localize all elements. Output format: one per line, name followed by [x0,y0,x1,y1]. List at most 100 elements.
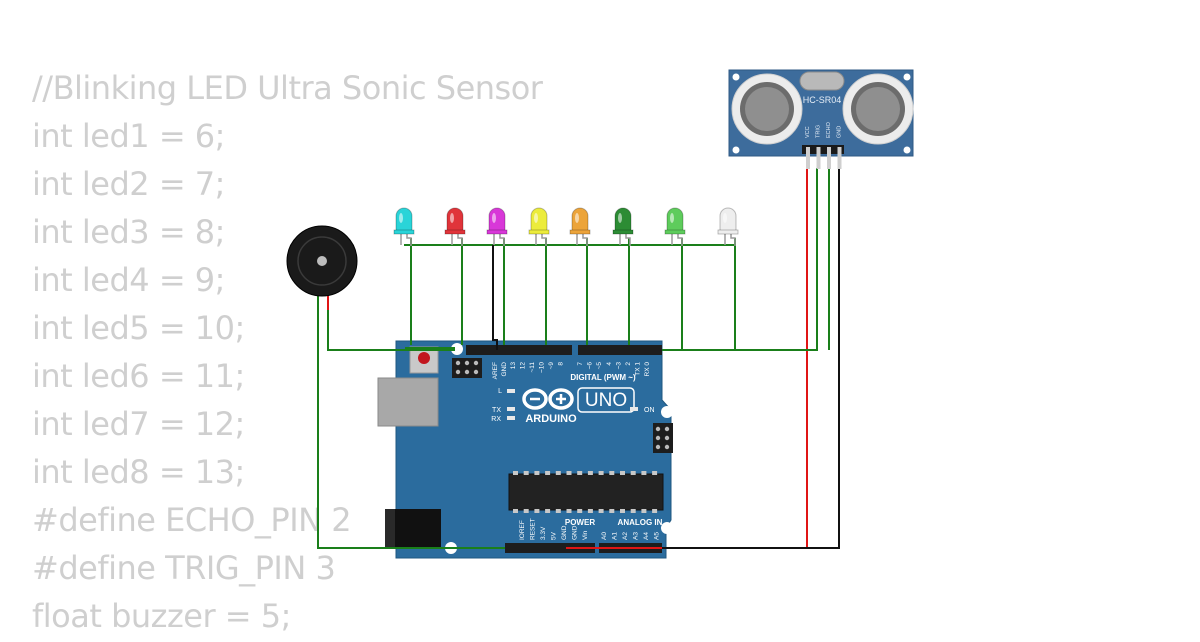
sensor-pin[interactable] [816,147,821,169]
chip-pin [523,509,529,513]
led-leg [406,232,412,246]
led-8[interactable] [717,207,739,246]
sensor-pin[interactable] [827,147,831,169]
chip-pin [609,471,615,475]
gnd-pin-label: GND [501,362,508,377]
mounting-hole [661,406,673,418]
chip-pin [534,471,540,475]
led-highlight [492,213,496,223]
code-line: int led5 = 10; [32,309,245,347]
buzzer-ring [297,236,347,286]
led-rim [393,229,415,235]
led-leg [582,232,588,246]
power-label: POWER [565,518,595,527]
led-6[interactable] [612,207,634,246]
chip-pin [620,509,625,513]
icsp-header-top [452,358,482,378]
sensor-mount-hole [732,146,740,154]
chip-pin [620,471,625,475]
power-pin-label: 5V [551,531,558,540]
led-rim [717,229,739,235]
icsp-header-right [653,423,673,453]
chip-pin [652,509,658,513]
analog-pin-label: A0 [601,532,608,540]
chip-pin [513,509,518,513]
analog-pin-label: A2 [622,532,629,540]
sensor-trig-wire[interactable] [662,168,818,351]
sensor-pin-label: VCC [805,126,811,138]
code-line: int led7 = 12; [32,405,245,443]
code-line: int led1 = 6; [32,117,225,155]
sensor-pin[interactable] [837,147,842,169]
arduino-uno-board[interactable]: UNO ARDUINO DIGITAL (PWM ~) POWER ANALOG… [377,340,673,559]
chip-pin [566,471,572,475]
chip-pin [545,471,551,475]
code-line: int led8 = 13; [32,453,245,491]
led-7[interactable] [664,207,686,246]
led-5[interactable] [569,207,591,246]
sensor-receiver [842,73,914,145]
chip-pin [534,509,540,513]
led-wire-7[interactable] [662,238,683,351]
led-1[interactable] [393,207,415,246]
reset-button-cap[interactable] [418,352,430,364]
chip-pin [566,509,572,513]
chip-pin [523,471,529,475]
led-highlight [450,213,454,223]
led-lens [614,207,632,233]
buzzer-center [317,256,327,266]
ground-to-board-wire[interactable] [492,245,498,350]
chip-pin [577,509,583,513]
led-highlight [670,213,674,223]
led-row [393,207,739,246]
sensor-pin-header [802,145,844,154]
chip-pin [555,471,561,475]
led-lens [530,207,548,233]
chip-pin [641,471,647,475]
analog-pin-label: A5 [654,532,661,540]
led-leg [499,232,505,246]
buzzer-ground-wire[interactable] [317,294,505,549]
power-jack-edge [385,509,395,547]
code-line: float buzzer = 5; [32,597,291,635]
led-3[interactable] [486,207,508,246]
led-lens [446,207,464,233]
chip-pin [630,471,636,475]
led-4[interactable] [528,207,550,246]
sensor-pin[interactable] [806,147,810,169]
rx-led-label: RX [491,416,501,423]
sensor-gnd-wire[interactable] [662,168,840,549]
led-highlight [575,213,579,223]
buzzer-signal-wire[interactable] [327,294,455,351]
led-2[interactable] [444,207,466,246]
chip-pin [545,509,551,513]
chip-pin [513,471,518,475]
led-leg [541,232,547,246]
digital-pin-label: 2 [625,362,632,366]
chip-pin [641,509,647,513]
chip-pin [577,471,583,475]
digital-pin-label: 7 [577,362,584,366]
digital-pin-label: ~11 [529,362,536,373]
sensor-pin-label: ECHO [826,121,832,138]
sensor-mount-hole [903,146,911,154]
mounting-hole [451,343,463,355]
digital-header-right [578,345,662,355]
analog-pin-label: A1 [612,532,619,540]
digital-pin-label: 4 [606,362,613,366]
power-pin-label: RESET [530,518,537,540]
led-leg [625,232,631,246]
led-highlight [618,213,622,223]
sensor-model-label: HC-SR04 [803,95,842,105]
digital-pin-label: ~10 [539,362,546,373]
piezo-buzzer[interactable] [286,225,358,297]
on-led-label: ON [644,407,655,414]
chip-pin [587,471,593,475]
arduino-logo-icon [522,388,574,410]
chip-pin [652,471,658,475]
code-line: int led3 = 8; [32,213,225,251]
chip-pin [555,509,561,513]
